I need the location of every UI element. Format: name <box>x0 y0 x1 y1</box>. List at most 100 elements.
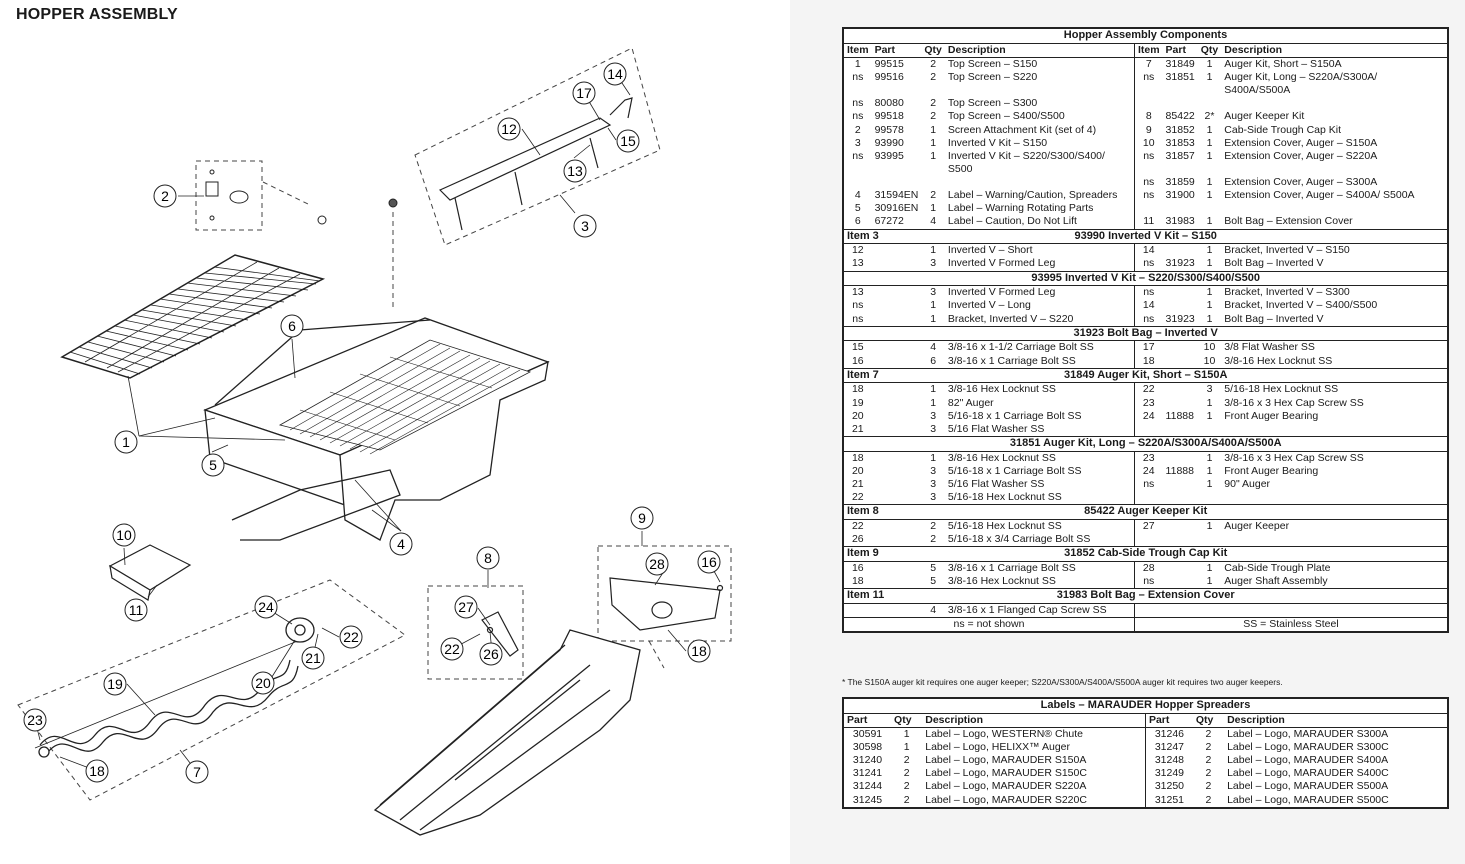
callout-14: 14 <box>603 62 627 86</box>
table-cell: 16 <box>851 561 864 574</box>
table-cell: 12 <box>851 244 864 257</box>
callout-7: 7 <box>185 760 209 784</box>
table-cell: 8 <box>1133 110 1163 124</box>
table-cell: 31859 <box>1165 176 1195 188</box>
table-cell: 1 <box>1206 176 1213 188</box>
table-cell <box>872 341 922 355</box>
table-cell: 26 <box>851 533 864 545</box>
table-cell: 3 <box>930 257 937 270</box>
table-cell <box>1163 97 1198 110</box>
table-cell: 5/16-18 Hex Locknut SS <box>1224 383 1339 396</box>
callout-28: 28 <box>645 552 669 576</box>
table-cell: ns <box>852 97 864 110</box>
table-cell: 1 <box>1206 123 1213 136</box>
legend-ns: ns = not shown <box>843 617 1135 633</box>
col-header: Item <box>1133 43 1163 58</box>
table-cell: 67272 <box>874 215 904 228</box>
callout-18-auger: 18 <box>85 759 109 783</box>
table-cell: 2 <box>930 71 937 83</box>
table-cell <box>872 533 922 547</box>
table-cell: 85422 <box>1165 110 1195 123</box>
section-item <box>843 325 922 342</box>
section-item: Item 11 <box>843 588 922 604</box>
callout-11: 11 <box>124 598 148 622</box>
callout-16: 16 <box>697 550 721 574</box>
table-cell <box>872 423 922 437</box>
table-cell: 2* <box>1204 110 1215 123</box>
table-cell: 93990 <box>874 136 904 149</box>
table-cell: Label – Logo, MARAUDER S220A <box>925 780 1087 793</box>
table-cell: 4 <box>930 341 937 354</box>
table-cell: 90" Auger <box>1224 477 1271 490</box>
table-cell: 30598 <box>852 741 883 753</box>
table-cell: Cab-Side Trough Cap Kit <box>1224 123 1341 136</box>
table-cell <box>1163 451 1198 465</box>
table-cell: 30591 <box>852 727 883 740</box>
table-cell <box>1198 491 1222 505</box>
table-cell: 30916EN <box>874 202 919 215</box>
table-cell: Label – Logo, MARAUDER S400A <box>1227 754 1389 767</box>
table-cell: 2 <box>1205 727 1212 740</box>
table-cell: Bracket, Inverted V – S220 <box>947 312 1074 325</box>
table-cell <box>1198 603 1222 617</box>
table-cell: 31857 <box>1165 149 1195 162</box>
table-cell: 2 <box>903 793 910 806</box>
table-cell: 3/8-16 Hex Locknut SS <box>947 383 1056 396</box>
table-cell: Auger Shaft Assembly <box>1224 575 1328 587</box>
table-cell: 1 <box>1206 519 1213 532</box>
table-cell: 99518 <box>874 110 904 123</box>
section-title: 31851 Auger Kit, Long – S220A/S300A/S400… <box>921 435 1448 452</box>
svg-text:4: 4 <box>397 536 405 552</box>
table-cell: 9 <box>1133 123 1163 137</box>
table-cell: 31250 <box>1144 780 1193 794</box>
table-cell: ns <box>852 110 864 123</box>
table-cell <box>872 451 922 465</box>
table-cell: 28 <box>1133 561 1163 575</box>
table-cell <box>1221 202 1448 215</box>
callout-19: 19 <box>103 672 127 696</box>
table-cell: 3/8-16 x 1-1/2 Carriage Bolt SS <box>947 341 1094 354</box>
table-cell: 2 <box>930 57 937 70</box>
table-cell <box>1221 533 1448 547</box>
table-cell: 31594EN <box>874 189 919 202</box>
table-cell: 31923 <box>1165 257 1195 270</box>
table-cell: Extension Cover, Auger – S150A <box>1224 136 1378 149</box>
table-cell <box>872 176 922 189</box>
col-header: Description <box>1221 43 1448 58</box>
inverted-v <box>438 97 633 231</box>
table-cell: 17 <box>1133 340 1163 355</box>
table-cell: 6 <box>930 354 937 367</box>
table-cell: 23 <box>1133 451 1163 465</box>
table-cell: 10 <box>1133 136 1163 150</box>
table-cell: 22 <box>851 491 864 503</box>
table-cell: 1 <box>1206 136 1213 149</box>
table-cell: Label – Logo, WESTERN® Chute <box>925 727 1083 740</box>
table-cell: 3/8-16 x 1 Carriage Bolt SS <box>947 561 1076 574</box>
section-title: 31849 Auger Kit, Short – S150A <box>921 367 1448 384</box>
callout-6: 6 <box>280 314 304 338</box>
table-cell: 18 <box>851 383 864 396</box>
table-cell: Inverted V Kit – S220/S300/S400/ S500 <box>947 149 1105 175</box>
svg-text:2: 2 <box>161 188 169 204</box>
section-title: 31983 Bolt Bag – Extension Cover <box>921 588 1448 604</box>
extension-cover <box>108 544 192 601</box>
table-cell: 1 <box>930 299 937 312</box>
table-cell <box>1163 519 1198 533</box>
table-cell <box>1221 423 1448 437</box>
callout-12: 12 <box>497 117 521 141</box>
table-cell: 31853 <box>1165 136 1195 149</box>
table-cell <box>843 603 872 617</box>
